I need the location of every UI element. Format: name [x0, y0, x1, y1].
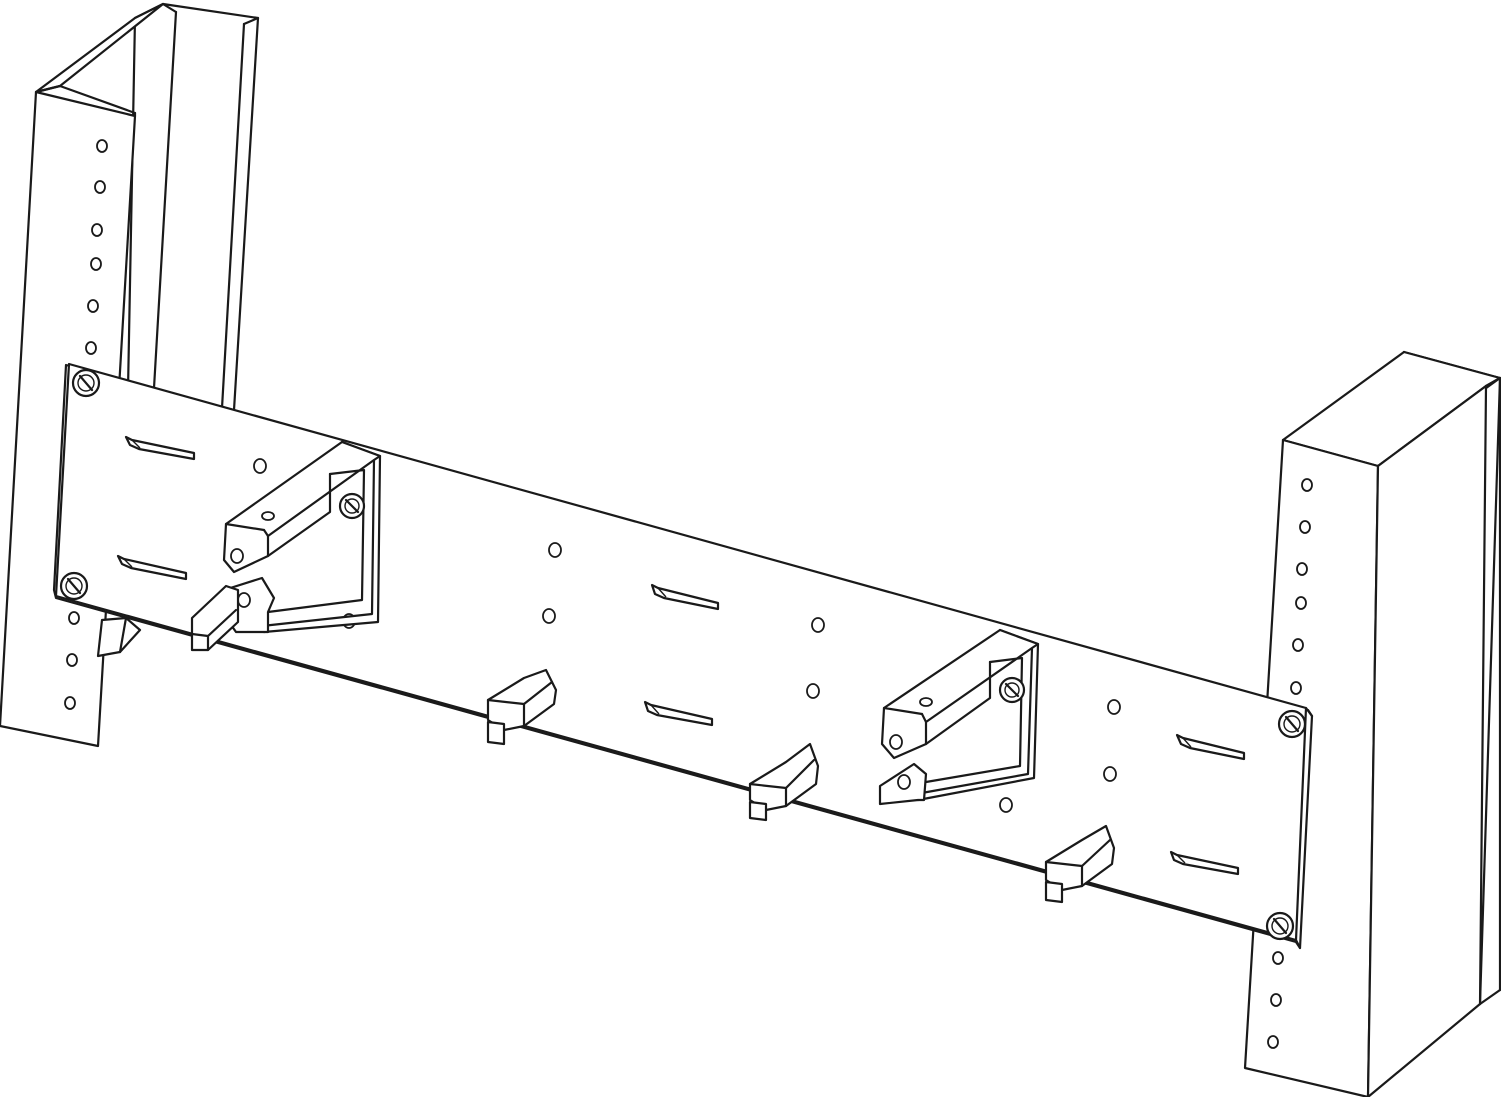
panel-hole	[811, 617, 825, 633]
rail-hole	[64, 696, 76, 710]
rail-hole	[1292, 638, 1304, 652]
rail-hole	[66, 653, 78, 667]
bracket-hole	[261, 511, 275, 521]
slot	[1169, 850, 1240, 876]
rail-hole	[85, 341, 97, 355]
cable-clip	[486, 668, 558, 746]
bracket-hole	[889, 734, 903, 750]
rail-hole	[87, 299, 99, 313]
left-rail-holes	[64, 139, 108, 710]
panel-hole	[1103, 766, 1117, 782]
rail-hole	[91, 223, 103, 237]
bracket-hole	[919, 697, 933, 707]
rail-hole	[1295, 596, 1307, 610]
bracket-hole	[897, 774, 911, 790]
rail-hole	[1270, 993, 1282, 1007]
slot	[650, 583, 720, 611]
screw	[71, 368, 101, 398]
cable-clip	[1044, 824, 1116, 904]
rail-hole	[94, 180, 106, 194]
left-cable-bracket	[190, 440, 382, 652]
rail-hole	[1267, 1035, 1279, 1049]
right-cable-bracket	[878, 628, 1040, 806]
right-rail-holes	[1267, 478, 1313, 1049]
rail-hole	[1301, 478, 1313, 492]
screw	[998, 676, 1026, 704]
panel-hole	[1107, 699, 1121, 715]
panel-holes	[253, 458, 1121, 813]
panel-slots	[116, 435, 1246, 876]
screw	[338, 492, 366, 520]
rail-hole	[90, 257, 102, 271]
rail-hole	[1296, 562, 1308, 576]
panel-hole	[999, 797, 1013, 813]
cable-clips	[486, 668, 1116, 904]
mounting-panel	[52, 362, 1314, 950]
panel-hole	[542, 608, 556, 624]
slot	[116, 554, 188, 581]
bracket-hole	[237, 592, 251, 608]
panel-hole	[548, 542, 562, 558]
screw	[59, 571, 89, 601]
panel-screws	[59, 368, 1307, 941]
rail-hole	[1299, 520, 1311, 534]
rail-hole	[1272, 951, 1284, 965]
slot	[643, 700, 714, 727]
rail-hole	[68, 611, 80, 625]
panel-hole	[253, 458, 267, 474]
panel-hole	[806, 683, 820, 699]
slot	[124, 435, 196, 461]
rail-hole	[96, 139, 108, 153]
rail-hole	[1290, 681, 1302, 695]
cable-clip	[748, 742, 820, 822]
slot	[1175, 733, 1246, 761]
screw	[1265, 911, 1295, 941]
bracket-hole	[230, 548, 244, 564]
screw	[1277, 709, 1307, 739]
